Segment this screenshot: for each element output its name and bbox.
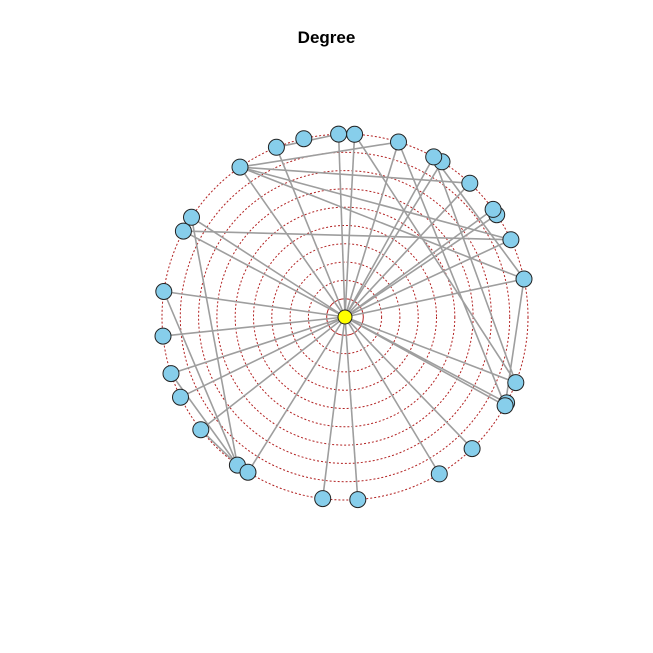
edge-c-n2 [344,238,512,318]
node-n23 [496,397,514,415]
node-n3 [346,125,364,143]
edge-c-n10 [163,290,346,318]
edge-n7-n29 [239,141,399,168]
edge-c-n13 [180,316,346,398]
edge-c-n19 [344,316,440,475]
edge-n7-n1 [239,166,525,280]
edge-n28-n1 [433,156,525,280]
edge-c-n23 [344,316,506,407]
node-n9 [174,222,192,240]
node-n4 [330,125,348,143]
edge-c-n18 [344,316,359,500]
edge-n8-n15 [190,217,239,466]
node-n8 [183,208,200,226]
node-n6 [267,138,285,156]
ring-3 [289,261,401,373]
node-n14 [192,421,210,439]
edge-c-n12 [170,316,346,375]
node-n12 [162,365,180,383]
node-n22 [507,374,525,392]
ring-9 [179,151,511,483]
center-node [337,309,353,325]
node-n17 [314,490,332,508]
edge-c-n9 [183,230,346,318]
node-n16 [239,463,257,481]
edge-c-n11 [162,316,346,337]
edge-n28-n22 [432,156,517,383]
ring-6 [234,206,456,428]
edge-n10-n15 [163,291,239,466]
ring-4 [271,243,419,391]
node-n19 [430,465,448,483]
node-n11 [154,327,172,345]
edge-c-n24 [344,214,498,318]
edge-n7-n2 [239,166,512,241]
node-n28 [425,148,443,166]
concentric-rings [161,133,529,501]
edge-c-n20 [344,316,473,450]
edge-c-n27 [344,161,443,318]
edge-c-n7 [239,166,346,318]
ring-2 [307,279,383,355]
node-n25 [484,200,502,218]
node-layer [154,125,533,509]
node-n1 [515,270,533,288]
node-n29 [390,133,407,151]
node-n5 [295,130,313,148]
edge-c-n4 [337,134,346,318]
plot-title: Degree [297,28,356,47]
node-n20 [463,440,481,458]
edge-c-n29 [344,141,400,318]
edge-c-n22 [344,316,517,384]
node-n10 [155,283,173,300]
edge-c-n14 [200,316,346,431]
edge-c-n17 [321,316,346,499]
node-n2 [502,231,520,249]
edge-n7-n26 [239,166,470,184]
node-n7 [231,158,249,176]
edge-c-n1 [344,278,525,318]
edge-n9-n2 [183,230,511,241]
edge-c-n16 [247,316,346,473]
edge-n29-n23 [397,141,506,406]
edge-c-n8 [191,216,346,318]
edge-c-n25 [344,208,494,318]
edge-c-n6 [275,147,346,318]
node-n18 [349,491,367,509]
edge-layer [162,133,525,500]
ring-10 [161,133,529,501]
ring-5 [253,225,437,409]
node-n26 [461,174,479,192]
edge-n22-n3 [353,133,517,384]
node-n13 [172,388,189,406]
edge-c-n3 [344,134,356,318]
edge-c-n26 [344,182,471,318]
